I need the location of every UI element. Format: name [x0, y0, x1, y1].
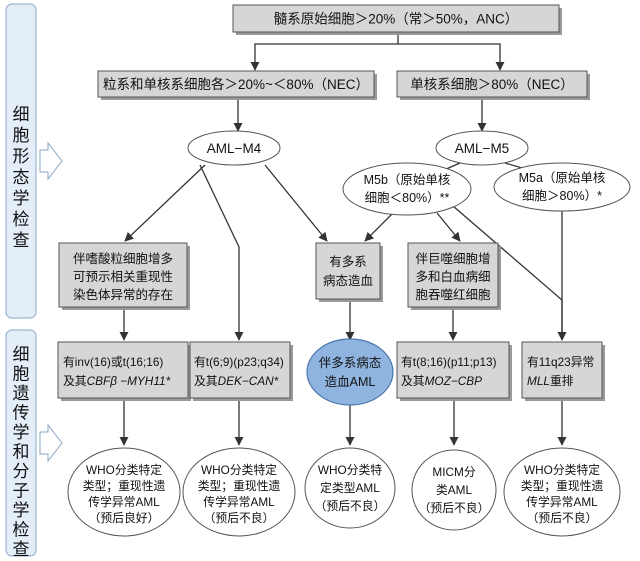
node-t816: 有t(8;16)(p11;p13) 及其MOZ−CBP — [396, 341, 512, 401]
node-m5a: M5a（原始单核 细胞＞80%）* — [493, 162, 631, 212]
sidebar-char: 传 — [13, 404, 30, 423]
node-11q23: 有11q23异常 MLL重排 — [521, 341, 605, 401]
node-t816-line1: 有t(8;16)(p11;p13) — [401, 355, 497, 369]
sidebar-char: 胞 — [13, 126, 30, 145]
outcome-mds-line3: （预后不良） — [315, 499, 386, 513]
node-multilineage: 有多系 病态造血 — [315, 242, 383, 302]
node-t69: 有t(6;9)(p23;q34) 及其DEK−CAN* — [189, 341, 293, 401]
sidebar-char: 学 — [13, 189, 30, 208]
outcome-mll-line1: WHO分类特定 — [524, 463, 600, 477]
node-macrophage: 伴巨噬细胞增 多和白血病细 胞吞噬红细胞 — [407, 242, 501, 310]
outcome-favorable-line3: 传学异常AML — [88, 495, 160, 509]
sidebar-char: 查 — [13, 540, 30, 559]
node-mixed-nec-label: 粒系和单核系细胞各＞20%~＜80%（NEC） — [103, 77, 369, 92]
node-eosinophilia-line3: 染色体异常的存在 — [73, 287, 173, 302]
node-mds-aml-line2: 造血AML — [325, 375, 376, 389]
outcome-favorable-line1: WHO分类特定 — [86, 463, 162, 477]
outcome-micm-line1: MICM分 — [432, 465, 475, 479]
node-macrophage-line1: 伴巨噬细胞增 — [415, 251, 490, 266]
outcome-favorable-line2: 类型；重现性遗 — [83, 479, 166, 493]
sidebar-char: 学 — [13, 501, 30, 520]
sidebar-char: 和 — [13, 443, 30, 462]
edges — [119, 34, 567, 446]
outcome-t69-line4: （预后不良） — [204, 511, 275, 525]
sidebar-char: 细 — [13, 105, 30, 124]
outcome-mds-line1: WHO分类特 — [318, 463, 382, 477]
node-mixed-nec: 粒系和单核系细胞各＞20%~＜80%（NEC） — [97, 70, 377, 100]
node-macrophage-line3: 胞吞噬红细胞 — [415, 287, 491, 302]
node-mono-nec-label: 单核系细胞＞80%（NEC） — [410, 77, 574, 92]
node-m5b-line1: M5b（原始单核 — [364, 173, 451, 187]
sidebar-char: 细 — [13, 345, 30, 364]
node-multilineage-line1: 有多系 — [329, 255, 367, 269]
sidebar-char: 学 — [13, 423, 30, 442]
outcome-micm: MICM分 类AML （预后不良） — [411, 449, 497, 531]
sidebar-char: 遗 — [13, 384, 30, 403]
node-inv16-line2: 及其CBFβ −MYH11* — [63, 374, 171, 388]
sidebar-char: 检 — [13, 521, 30, 540]
sidebar-char: 子 — [13, 482, 30, 501]
sidebar-char: 分 — [13, 462, 30, 481]
node-aml-m5: AML−M5 — [435, 130, 529, 166]
sidebar-char: 检 — [13, 210, 30, 229]
node-m5b-line2: 细胞＜80%）** — [365, 191, 450, 205]
node-mono-nec: 单核系细胞＞80%（NEC） — [396, 70, 590, 100]
node-eosinophilia: 伴嗜酸粒细胞增多 可预示相关重现性 染色体异常的存在 — [58, 242, 190, 310]
node-m5a-line2: 细胞＞80%）* — [522, 189, 602, 203]
node-eosinophilia-line1: 伴嗜酸粒细胞增多 — [73, 251, 173, 266]
node-inv16: 有inv(16)或t(16;16) 及其CBFβ −MYH11* — [57, 341, 191, 401]
node-aml-m4: AML−M4 — [187, 130, 281, 166]
outcome-micm-line3: （预后不良） — [419, 501, 490, 515]
sidebar-char: 形 — [13, 147, 30, 166]
outcome-mll-line3: 传学异常AML — [526, 495, 598, 509]
node-11q23-line2: MLL重排 — [527, 374, 574, 388]
node-11q23-line1: 有11q23异常 — [527, 355, 594, 369]
outcome-t69-line1: WHO分类特定 — [201, 463, 277, 477]
outcome-mll-line2: 类型；重现性遗 — [521, 479, 604, 493]
node-t69-line2: 及其DEK−CAN* — [194, 374, 279, 388]
node-mds-aml-line1: 伴多系病态 — [319, 355, 382, 370]
node-inv16-line1: 有inv(16)或t(16;16) — [63, 355, 163, 369]
outcome-favorable-line4: （预后良好） — [89, 511, 160, 525]
node-multilineage-line2: 病态造血 — [323, 273, 373, 288]
outcome-t69-line2: 类型；重现性遗 — [198, 479, 281, 493]
outcome-mll-line4: （预后不良） — [527, 511, 598, 525]
outcome-t69: WHO分类特定 类型；重现性遗 传学异常AML （预后不良） — [182, 447, 296, 537]
sidebar-char: 态 — [13, 168, 30, 187]
node-eosinophilia-line2: 可预示相关重现性 — [73, 269, 173, 284]
node-t816-line2: 及其MOZ−CBP — [401, 374, 482, 388]
outcome-micm-line2: 类AML — [436, 483, 472, 497]
outcome-mll: WHO分类特定 类型；重现性遗 传学异常AML （预后不良） — [503, 447, 621, 537]
node-mds-aml: 伴多系病态 造血AML — [306, 338, 394, 406]
sidebar-char: 胞 — [13, 365, 30, 384]
outcome-favorable: WHO分类特定 类型；重现性遗 传学异常AML （预后良好） — [67, 447, 181, 537]
outcome-mds: WHO分类特 定类型AML （预后不良） — [304, 447, 396, 529]
node-aml-m4-label: AML−M4 — [207, 141, 262, 156]
node-m5a-line1: M5a（原始单核 — [519, 171, 606, 185]
outcome-mds-line2: 定类型AML — [320, 481, 380, 495]
node-t69-line1: 有t(6;9)(p23;q34) — [194, 355, 284, 369]
sidebar-char: 查 — [13, 231, 30, 250]
node-macrophage-line2: 多和白血病细 — [415, 269, 490, 284]
outcome-t69-line3: 传学异常AML — [203, 495, 275, 509]
node-aml-m5-label: AML−M5 — [455, 141, 509, 156]
node-blast-threshold-label: 髓系原始细胞＞20%（常＞50%，ANC） — [274, 12, 519, 27]
node-m5b: M5b（原始单核 细胞＜80%）** — [342, 162, 472, 216]
sidebar-arrow-icon — [39, 141, 63, 181]
sidebar-arrow-icon — [39, 423, 63, 463]
node-blast-threshold: 髓系原始细胞＞20%（常＞50%，ANC） — [232, 4, 562, 35]
